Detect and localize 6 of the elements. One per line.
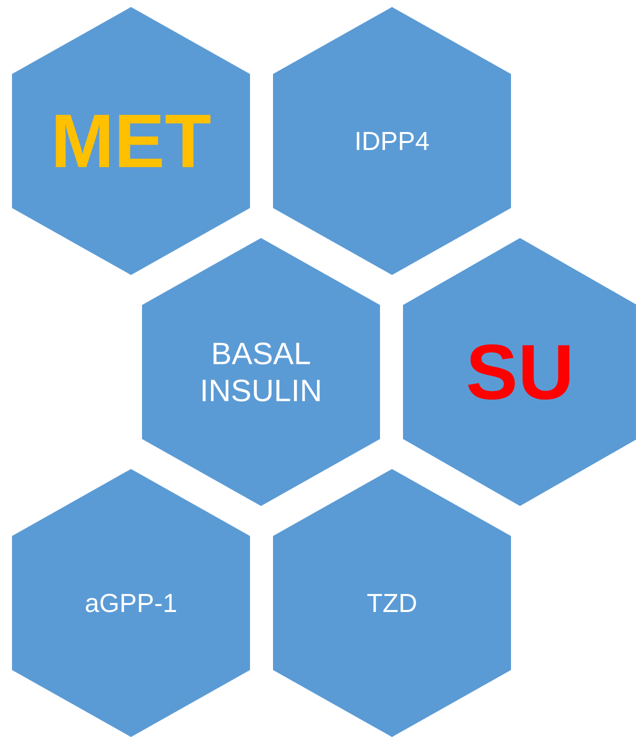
hexagon: aGPP-1 [12,469,250,737]
hexagon: MET [12,7,250,275]
hexagon: IDPP4 [273,7,511,275]
hexagon: BASAL INSULIN [142,238,380,506]
hexagon: TZD [273,469,511,737]
hexagon: SU [403,238,636,506]
